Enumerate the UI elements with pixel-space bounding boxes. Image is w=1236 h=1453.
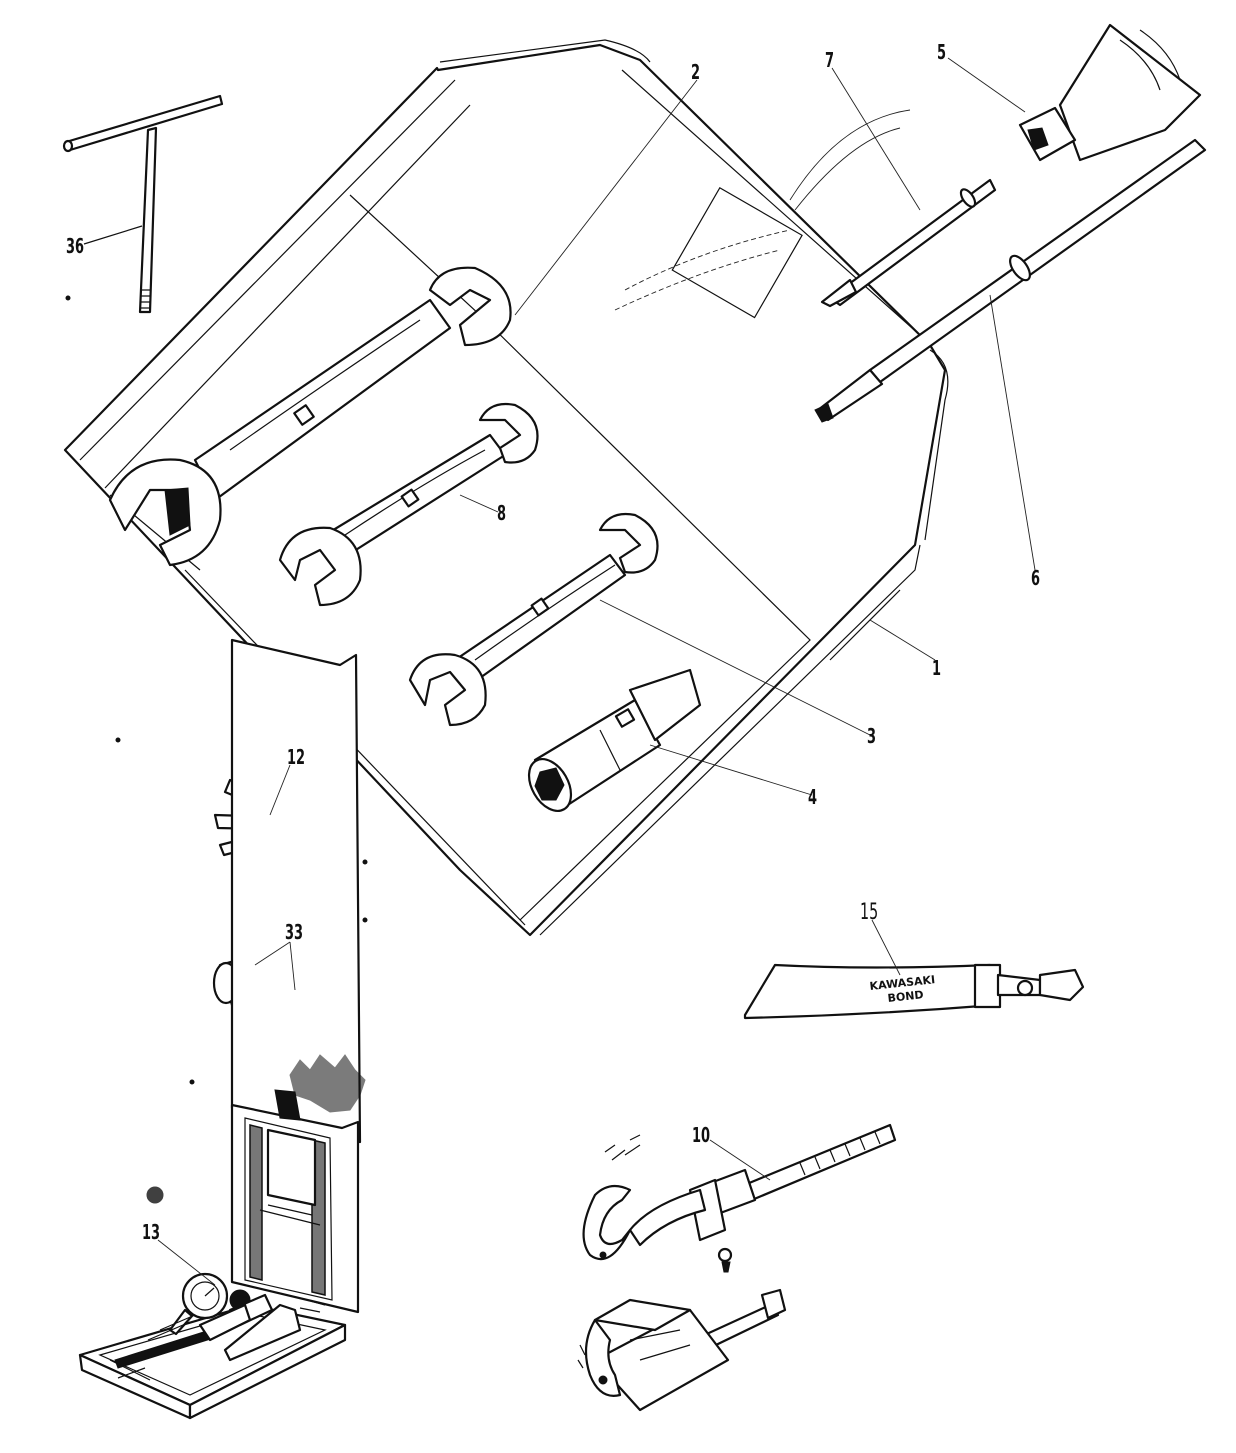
t-handle-wrench (62, 94, 224, 314)
flat-screwdriver-bit (814, 138, 1207, 423)
large-spanner (108, 266, 512, 567)
leader-12 (269, 764, 291, 816)
leader-1 (869, 619, 936, 661)
part-label-13: 13 (142, 1220, 161, 1244)
part-label-7: 7 (825, 48, 835, 72)
part-label-36: 36 (66, 234, 85, 258)
leader-5 (947, 57, 1026, 113)
phillips-screwdriver-bit (820, 178, 997, 308)
part-label-10: 10 (692, 1123, 711, 1147)
leader-2 (514, 79, 698, 316)
plug-wrench-head (1018, 23, 1202, 162)
part-label-6: 6 (1031, 566, 1041, 590)
leader-33a (254, 941, 291, 966)
leader-15 (871, 919, 901, 976)
part-label-4: 4 (808, 785, 818, 809)
tube-product-text: BOND (887, 988, 924, 1005)
part-label-8: 8 (497, 501, 507, 525)
gauge-case-real (78, 1089, 360, 1420)
j-hook-puller (582, 1123, 897, 1261)
leader-33b (289, 941, 296, 991)
medium-spanner (278, 402, 539, 607)
bond-tube: KAWASAKI BOND (743, 963, 1085, 1020)
clamp-bracket (584, 1247, 787, 1412)
part-label-1: 1 (932, 656, 942, 680)
small-spanner (408, 512, 659, 727)
leader-6 (989, 294, 1036, 571)
leader-3 (599, 599, 871, 736)
part-label-2: 2 (691, 60, 701, 84)
part-label-33: 33 (285, 920, 304, 944)
leader-4 (649, 744, 813, 796)
leader-7 (831, 67, 921, 211)
part-label-5: 5 (937, 40, 947, 64)
part-label-15: 15 (860, 900, 879, 925)
leader-lines (157, 57, 1036, 1286)
leader-13 (157, 1239, 216, 1286)
leader-10 (709, 1139, 771, 1181)
print-speckles (65, 295, 641, 1369)
plug-socket-wrench (527, 668, 702, 812)
leader-8 (459, 494, 499, 513)
part-label-3: 3 (867, 724, 877, 748)
gauge-kit-box (230, 638, 362, 1144)
part-label-12: 12 (287, 745, 306, 769)
